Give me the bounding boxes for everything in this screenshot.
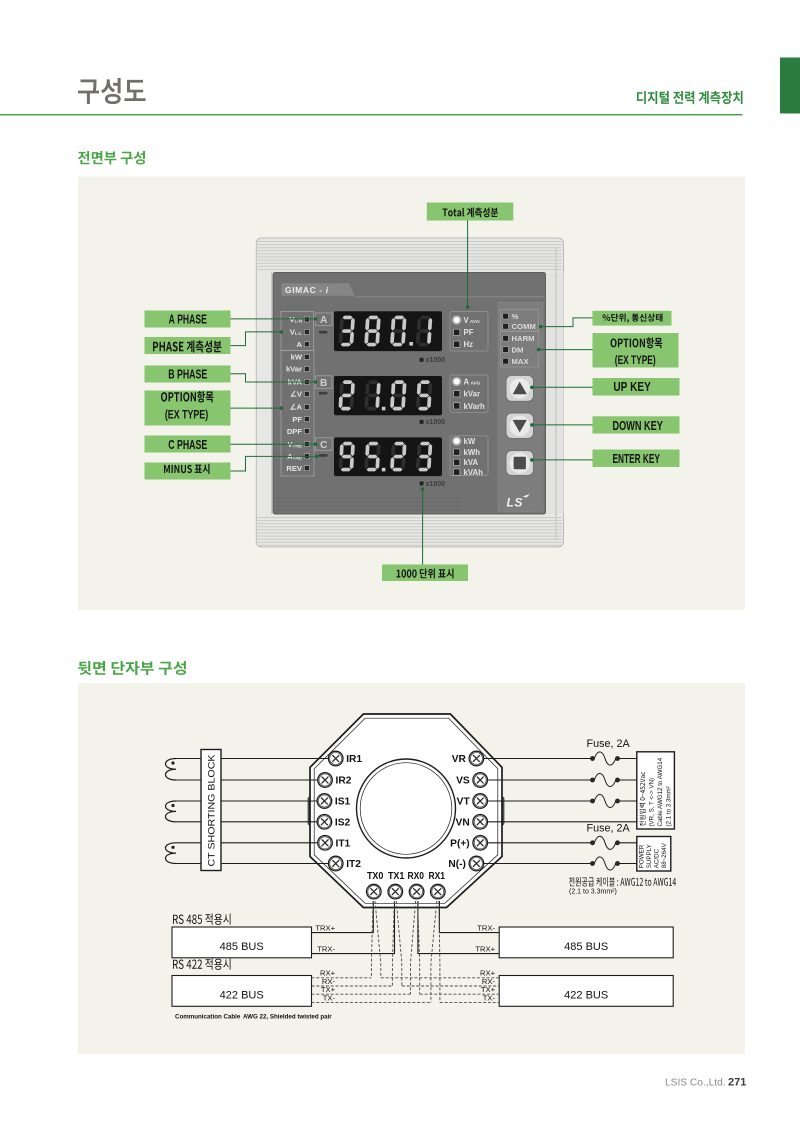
svg-text:RX+: RX+ <box>480 969 496 978</box>
svg-text:422 BUS: 422 BUS <box>564 990 608 1002</box>
svg-text:kWh: kWh <box>464 448 481 457</box>
svg-text:485 BUS: 485 BUS <box>220 941 264 953</box>
svg-text:HARM: HARM <box>512 334 535 343</box>
svg-text:IS2: IS2 <box>335 818 351 829</box>
svg-text:kVarh: kVarh <box>464 402 485 411</box>
svg-text:271: 271 <box>728 1077 746 1089</box>
svg-text:P(+): P(+) <box>450 839 470 850</box>
svg-text:C PHASE: C PHASE <box>168 438 207 452</box>
svg-text:A AVG: A AVG <box>464 377 481 386</box>
svg-text:B PHASE: B PHASE <box>168 367 207 381</box>
svg-text:(EX TYPE): (EX TYPE) <box>165 408 208 422</box>
svg-text:kVAh: kVAh <box>464 468 484 477</box>
svg-text:A: A <box>297 340 303 349</box>
svg-text:Fuse, 2A: Fuse, 2A <box>587 822 631 834</box>
svg-text:485 BUS: 485 BUS <box>564 941 608 953</box>
svg-text:DM: DM <box>512 346 524 355</box>
svg-text:∠A: ∠A <box>290 403 303 412</box>
svg-text:x1000: x1000 <box>426 419 446 426</box>
svg-text:TRX-: TRX- <box>477 924 495 933</box>
svg-text:x1000: x1000 <box>426 481 446 488</box>
svg-text:VL-L: VL-L <box>290 328 302 337</box>
svg-text:IS1: IS1 <box>335 797 351 808</box>
svg-text:(2.1 to 3.3mm²: (2.1 to 3.3mm² <box>666 786 673 826</box>
svg-text:kVA: kVA <box>464 458 479 467</box>
svg-text:IT2: IT2 <box>346 859 361 870</box>
svg-text:TRX+: TRX+ <box>475 945 495 954</box>
svg-text:UP KEY: UP KEY <box>613 380 651 394</box>
svg-text:TRX+: TRX+ <box>315 924 335 933</box>
svg-text:RX0: RX0 <box>407 871 424 882</box>
svg-text:Cable AWG12 to AWG14: Cable AWG12 to AWG14 <box>657 757 664 826</box>
svg-text:LSIS Co.,Ltd.: LSIS Co.,Ltd. <box>665 1078 726 1089</box>
svg-text:DOWN KEY: DOWN KEY <box>613 419 664 433</box>
svg-text:TX-: TX- <box>483 993 496 1002</box>
svg-text:RX-: RX- <box>322 977 336 986</box>
svg-text:RX+: RX+ <box>320 969 336 978</box>
svg-text:kW: kW <box>464 437 476 446</box>
svg-text:ENTER KEY: ENTER KEY <box>613 452 661 466</box>
svg-text:CT SHORTING BLOCK: CT SHORTING BLOCK <box>205 754 216 867</box>
svg-text:VT: VT <box>457 797 471 808</box>
svg-text:(2.1 to 3.3mm²): (2.1 to 3.3mm²) <box>569 889 617 896</box>
svg-text:COMM: COMM <box>512 322 536 331</box>
svg-text:LS: LS <box>507 496 523 510</box>
svg-text:TX+: TX+ <box>321 985 336 994</box>
svg-text:PF: PF <box>292 415 302 424</box>
svg-text:A: A <box>320 315 328 326</box>
svg-text:V AVG: V AVG <box>464 316 481 325</box>
svg-text:B: B <box>320 378 327 389</box>
svg-text:88~264V: 88~264V <box>661 842 668 868</box>
svg-text:TRX-: TRX- <box>317 945 335 954</box>
svg-text:TX1: TX1 <box>388 871 405 882</box>
svg-text:Hz: Hz <box>464 340 474 349</box>
svg-text:Communication Cable: Communication Cable <box>175 1013 241 1020</box>
svg-text:DPF: DPF <box>287 427 303 436</box>
svg-text:Fuse, 2A: Fuse, 2A <box>587 738 631 750</box>
svg-text:REV: REV <box>286 464 303 473</box>
svg-text:(EX TYPE): (EX TYPE) <box>615 353 656 367</box>
svg-text:IT1: IT1 <box>336 839 351 850</box>
svg-text:kVar: kVar <box>464 390 480 399</box>
svg-text:VR: VR <box>452 754 467 765</box>
svg-text:%: % <box>512 312 519 321</box>
svg-text:POWER: POWER <box>639 844 646 868</box>
svg-text:TX-: TX- <box>323 993 336 1002</box>
svg-text:kW: kW <box>291 353 303 362</box>
svg-text:VL-N: VL-N <box>289 315 302 324</box>
svg-text:MAX: MAX <box>512 357 530 366</box>
svg-text:GIMAC - i: GIMAC - i <box>285 285 329 295</box>
svg-text:VN: VN <box>456 818 470 829</box>
svg-text:x1000: x1000 <box>426 357 446 364</box>
svg-text:IR1: IR1 <box>346 754 362 765</box>
svg-text:PF: PF <box>464 328 474 337</box>
svg-text:TX0: TX0 <box>367 871 384 882</box>
svg-text:IR2: IR2 <box>336 776 352 787</box>
svg-text:AC/DC: AC/DC <box>654 848 661 868</box>
svg-text:SUPPLY: SUPPLY <box>646 844 653 868</box>
svg-text:C: C <box>320 440 328 451</box>
svg-text:N(-): N(-) <box>448 859 466 870</box>
svg-text:RX-: RX- <box>482 977 496 986</box>
svg-text:TX+: TX+ <box>481 985 496 994</box>
svg-text:VS: VS <box>456 776 470 787</box>
svg-text:(VR, S, T <-> VN): (VR, S, T <-> VN) <box>649 778 656 827</box>
svg-text:A PHASE: A PHASE <box>169 312 207 326</box>
svg-text:RX1: RX1 <box>428 871 445 882</box>
svg-text:∠V: ∠V <box>290 390 303 399</box>
svg-text:422 BUS: 422 BUS <box>220 990 264 1002</box>
svg-text:kVar: kVar <box>286 365 302 374</box>
svg-text:AWG 22, Shielded twisted pair: AWG 22, Shielded twisted pair <box>243 1013 332 1020</box>
